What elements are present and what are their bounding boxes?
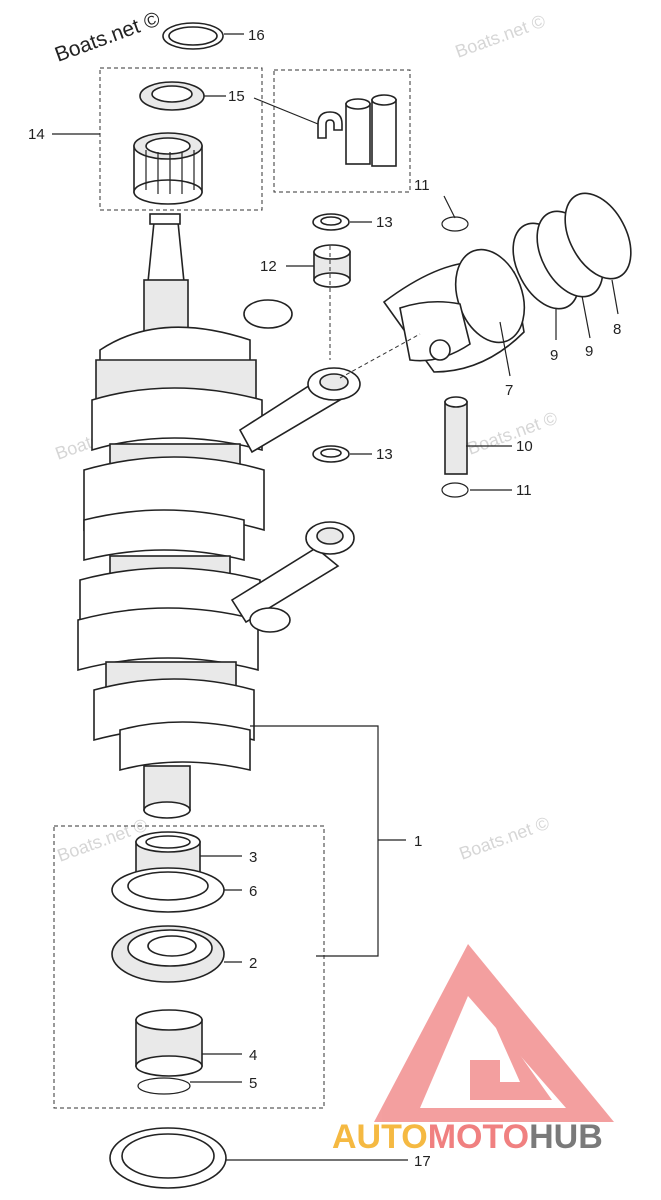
crankshaft-1 [77,213,265,819]
callout-15: 15 [228,88,245,105]
logo-text-hub: HUB [529,1118,603,1156]
bearing-race-15 [139,81,205,111]
callout-8: 8 [613,321,621,338]
piston-7 [382,248,526,373]
leader-lines [52,33,619,1161]
logo-triangle-icon [374,944,614,1122]
callout-7: 7 [505,382,513,399]
callout-5: 5 [249,1075,257,1092]
connecting-rod-lower [230,521,355,633]
callout-13-lower: 13 [376,446,393,463]
callout-13-upper: 13 [376,214,393,231]
watermark: Boats.net © [465,408,560,459]
callout-14: 14 [28,126,45,143]
washer-13-lower [312,445,350,463]
circlip-11-upper [441,216,469,232]
group-box-14 [99,67,263,211]
ball-bearing-2 [111,925,225,983]
bearing-clip-inset [317,94,397,167]
callout-labels: 16 15 14 13 12 13 11 11 10 7 9 9 8 1 3 6… [28,27,621,1170]
watermark-main: Boats.net © [52,7,164,66]
callout-3: 3 [249,849,257,866]
ring-16 [162,22,224,50]
circlip-11-lower [441,482,469,498]
callout-9a: 9 [550,347,558,364]
roller-4 [135,1009,203,1077]
svg-text:AUTOMOTOHUB: AUTOMOTOHUB [332,1118,603,1156]
callout-11-lower: 11 [516,482,532,499]
washer-6 [111,867,225,913]
thrust-washer-17 [109,1127,227,1189]
callout-16: 16 [248,27,265,44]
callout-6: 6 [249,883,257,900]
piston-pin-10 [444,396,468,475]
group-box-alt-15 [273,69,411,193]
logo-text-auto: AUTO [332,1118,428,1156]
group-box-bottom [53,825,325,1109]
piston-ring-8 [564,192,632,280]
callout-9b: 9 [585,343,593,360]
callout-1: 1 [414,833,422,850]
automotohub-logo: AUTOMOTOHUB [332,944,614,1156]
callout-17: 17 [414,1153,431,1170]
watermark: Boats.net © [453,11,548,62]
callout-12: 12 [260,258,277,275]
connecting-rod-upper [238,299,361,454]
callout-10: 10 [516,438,533,455]
needle-bearing-12 [313,244,351,288]
callout-4: 4 [249,1047,257,1064]
washer-13-upper [312,213,350,231]
snap-ring-5 [137,1077,191,1095]
needle-bearing-14 [133,132,203,205]
callout-11-upper: 11 [414,177,430,194]
callout-2: 2 [249,955,257,972]
watermark: Boats.net © [457,813,552,864]
logo-text-moto: MOTO [428,1118,529,1156]
